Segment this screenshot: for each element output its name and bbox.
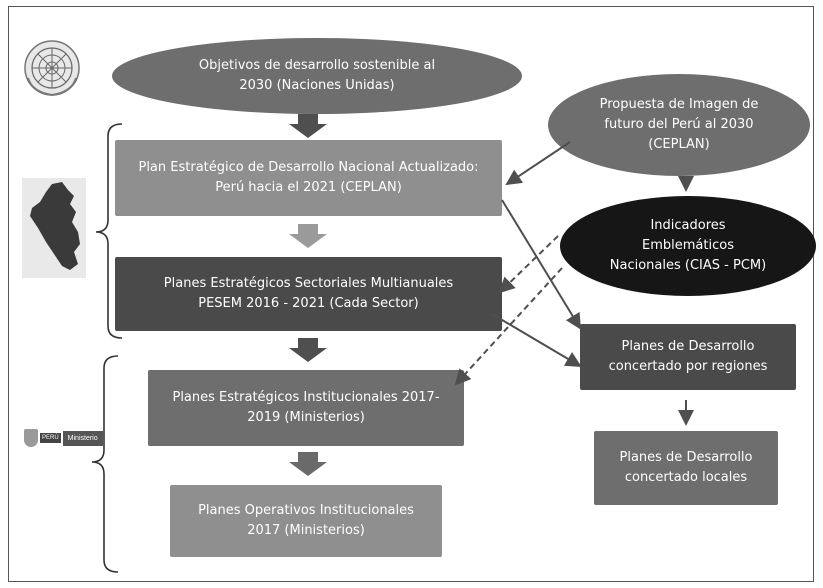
block-arrow-4: [289, 452, 327, 476]
dashed-arrow-indicadores-to-pesem: [498, 235, 559, 294]
pei-node: Planes Estratégicos Institucionales 2017…: [148, 370, 464, 446]
un-goals-node: Objetivos de desarrollo sostenible al 20…: [112, 38, 522, 114]
indicadores-node: Indicadores Emblemáticos Nacionales (CIA…: [560, 196, 816, 296]
poi-node: Planes Operativos Institucionales 2017 (…: [170, 485, 442, 557]
bracket-institutional: [91, 355, 119, 573]
peru-map-icon: [22, 178, 86, 278]
block-arrow-2: [289, 224, 327, 248]
pesem-node: Planes Estratégicos Sectoriales Multianu…: [115, 257, 502, 331]
ministry-label: Ministerio: [62, 430, 103, 446]
arrow-plan-to-regiones: [501, 199, 582, 330]
bracket-national: [95, 123, 123, 339]
arrow-pesem-to-regiones: [491, 313, 582, 368]
future-image-node: Propuesta de Imagen de futuro del Perú a…: [548, 74, 810, 176]
ministry-logo: PERÚ Ministerio: [24, 425, 106, 451]
arrow-future-to-plan: [505, 141, 571, 186]
plan-nacional-node: Plan Estratégico de Desarrollo Nacional …: [115, 140, 502, 216]
regiones-node: Planes de Desarrollo concertado por regi…: [580, 324, 796, 390]
un-emblem-icon: [24, 40, 80, 97]
peru-badge: PERÚ: [40, 433, 61, 443]
block-arrow-1: [289, 114, 327, 138]
block-arrow-3: [289, 338, 327, 362]
locales-node: Planes de Desarrollo concertado locales: [594, 431, 778, 505]
peru-shield-icon: [24, 429, 38, 447]
dashed-arrow-indicadores-to-pei: [454, 267, 563, 386]
